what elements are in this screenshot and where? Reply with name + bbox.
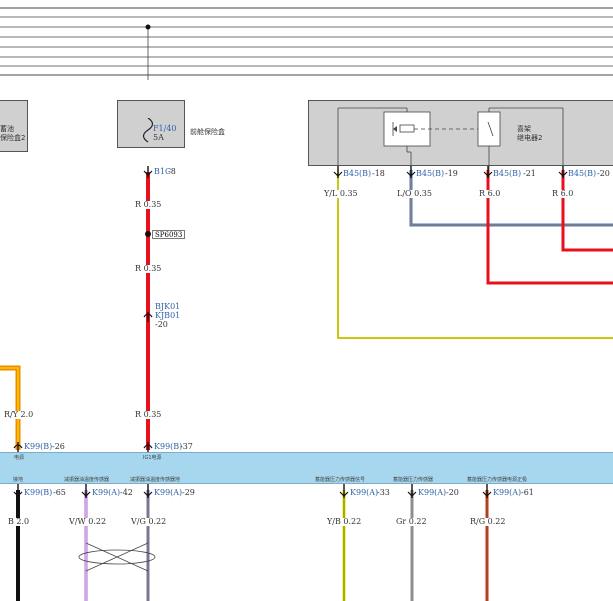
- center-wire-label-1: R 0.35: [135, 200, 162, 209]
- upper-pin-num-1: -37: [180, 442, 193, 451]
- lower-pin-conn-2: K99(A): [154, 488, 183, 497]
- top-bus-lines: [0, 7, 613, 80]
- front-fuse-box: [117, 100, 185, 148]
- relay-pin-num-0: -18: [372, 169, 385, 178]
- bjk-conn-2: KJB01: [155, 311, 181, 320]
- upper-pin-conn-1: K99(B): [154, 442, 183, 451]
- relay-wire-label-1: L/O 0.35: [397, 189, 432, 198]
- lower-wire-label-3: Y/B 0.22: [327, 517, 362, 526]
- lower-pin-name-5: 蓄能器压力传感器电源正极: [467, 477, 528, 483]
- relay-pin-conn-2: B45(B): [493, 169, 522, 178]
- relay-wire-label-2: R 6.0: [479, 189, 501, 198]
- fuse-pin-conn: B1C: [154, 167, 172, 176]
- fuse-box-label: 前舱保险盒: [190, 128, 225, 136]
- lower-pin-conn-1: K99(A): [92, 488, 121, 497]
- lower-pin-conn-0: K99(B): [24, 488, 53, 497]
- fuse-id: F1/40: [153, 124, 177, 133]
- lower-pin-num-1: -42: [120, 488, 133, 497]
- left-box-label-1: 蓄池: [0, 125, 14, 133]
- lower-pin-num-4: -20: [446, 488, 459, 497]
- lower-pin-conn-3: K99(A): [350, 488, 379, 497]
- relay-label-2: 继电器2: [517, 134, 543, 142]
- splice-label: SP6093: [152, 230, 186, 239]
- blue-wire: [409, 170, 613, 227]
- relay-box: [308, 100, 613, 166]
- relay-pin-conn-1: B45(B): [416, 169, 445, 178]
- lower-pin-conn-5: K99(A): [493, 488, 522, 497]
- lower-pin-conn-4: K99(A): [418, 488, 447, 497]
- relay-wire-label-3: R 6.0: [552, 189, 574, 198]
- lower-pin-name-0: 接地: [13, 477, 24, 483]
- lower-pin-name-1: 减振器油温度传感器: [64, 477, 110, 483]
- relay-pin-conn-0: B45(B): [343, 169, 372, 178]
- lower-wire-label-4: Gr 0.22: [396, 517, 427, 526]
- fuse-rating: 5A: [153, 133, 164, 142]
- lower-pin-name-2: 减振器油温度传感器地: [130, 477, 181, 483]
- upper-pin-sub-1: IG1电源: [143, 455, 162, 461]
- fuse-icon: [142, 118, 154, 143]
- upper-pin-sub-0: 电源: [14, 455, 25, 461]
- upper-pin-conn-0: K99(B): [24, 442, 53, 451]
- relay-internal-wiring: [337, 107, 564, 170]
- left-wire-label: R/Y 2.0: [4, 410, 34, 419]
- twisted-pair-mark: [78, 549, 156, 565]
- fuse-pin-num: -8: [168, 167, 176, 176]
- lower-wire-label-0: B 2.0: [8, 517, 30, 526]
- center-wire-label-3: R 0.35: [135, 410, 162, 419]
- lower-pin-num-5: -61: [521, 488, 534, 497]
- lower-pin-name-4: 蓄能器压力传感器: [393, 477, 434, 483]
- lower-pin-num-3: -33: [377, 488, 390, 497]
- lower-wire-label-5: R/G 0.22: [470, 517, 506, 526]
- control-module-band: [0, 452, 613, 484]
- relay-pin-conn-3: B45(B): [568, 169, 597, 178]
- relay-pin-num-2: -21: [523, 169, 536, 178]
- upper-pin-num-0: -26: [52, 442, 65, 451]
- bjk-conn-1: BJK01: [155, 302, 181, 311]
- center-wire-label-2: R 0.35: [135, 264, 162, 273]
- relay-pin-num-1: -19: [445, 169, 458, 178]
- lower-wire-label-1: V/W 0.22: [69, 517, 107, 526]
- left-ry-wire: [0, 365, 21, 450]
- lower-pin-num-2: -29: [182, 488, 195, 497]
- left-box-label-2: 保险盒2: [0, 134, 26, 142]
- relay-wire-label-0: Y/L 0.35: [324, 189, 358, 198]
- relay-label-1: 喜架: [517, 125, 531, 133]
- left-fuse-box: [0, 100, 28, 152]
- red-wire-20: [561, 170, 613, 252]
- lower-pin-name-3: 蓄能器压力传感器信号: [315, 477, 366, 483]
- relay-pin-num-3: -20: [597, 169, 610, 178]
- lower-wire-label-2: V/G 0.22: [131, 517, 167, 526]
- red-wire-21: [486, 170, 613, 285]
- lower-pin-num-0: -65: [53, 488, 66, 497]
- bjk-num: -20: [155, 320, 168, 329]
